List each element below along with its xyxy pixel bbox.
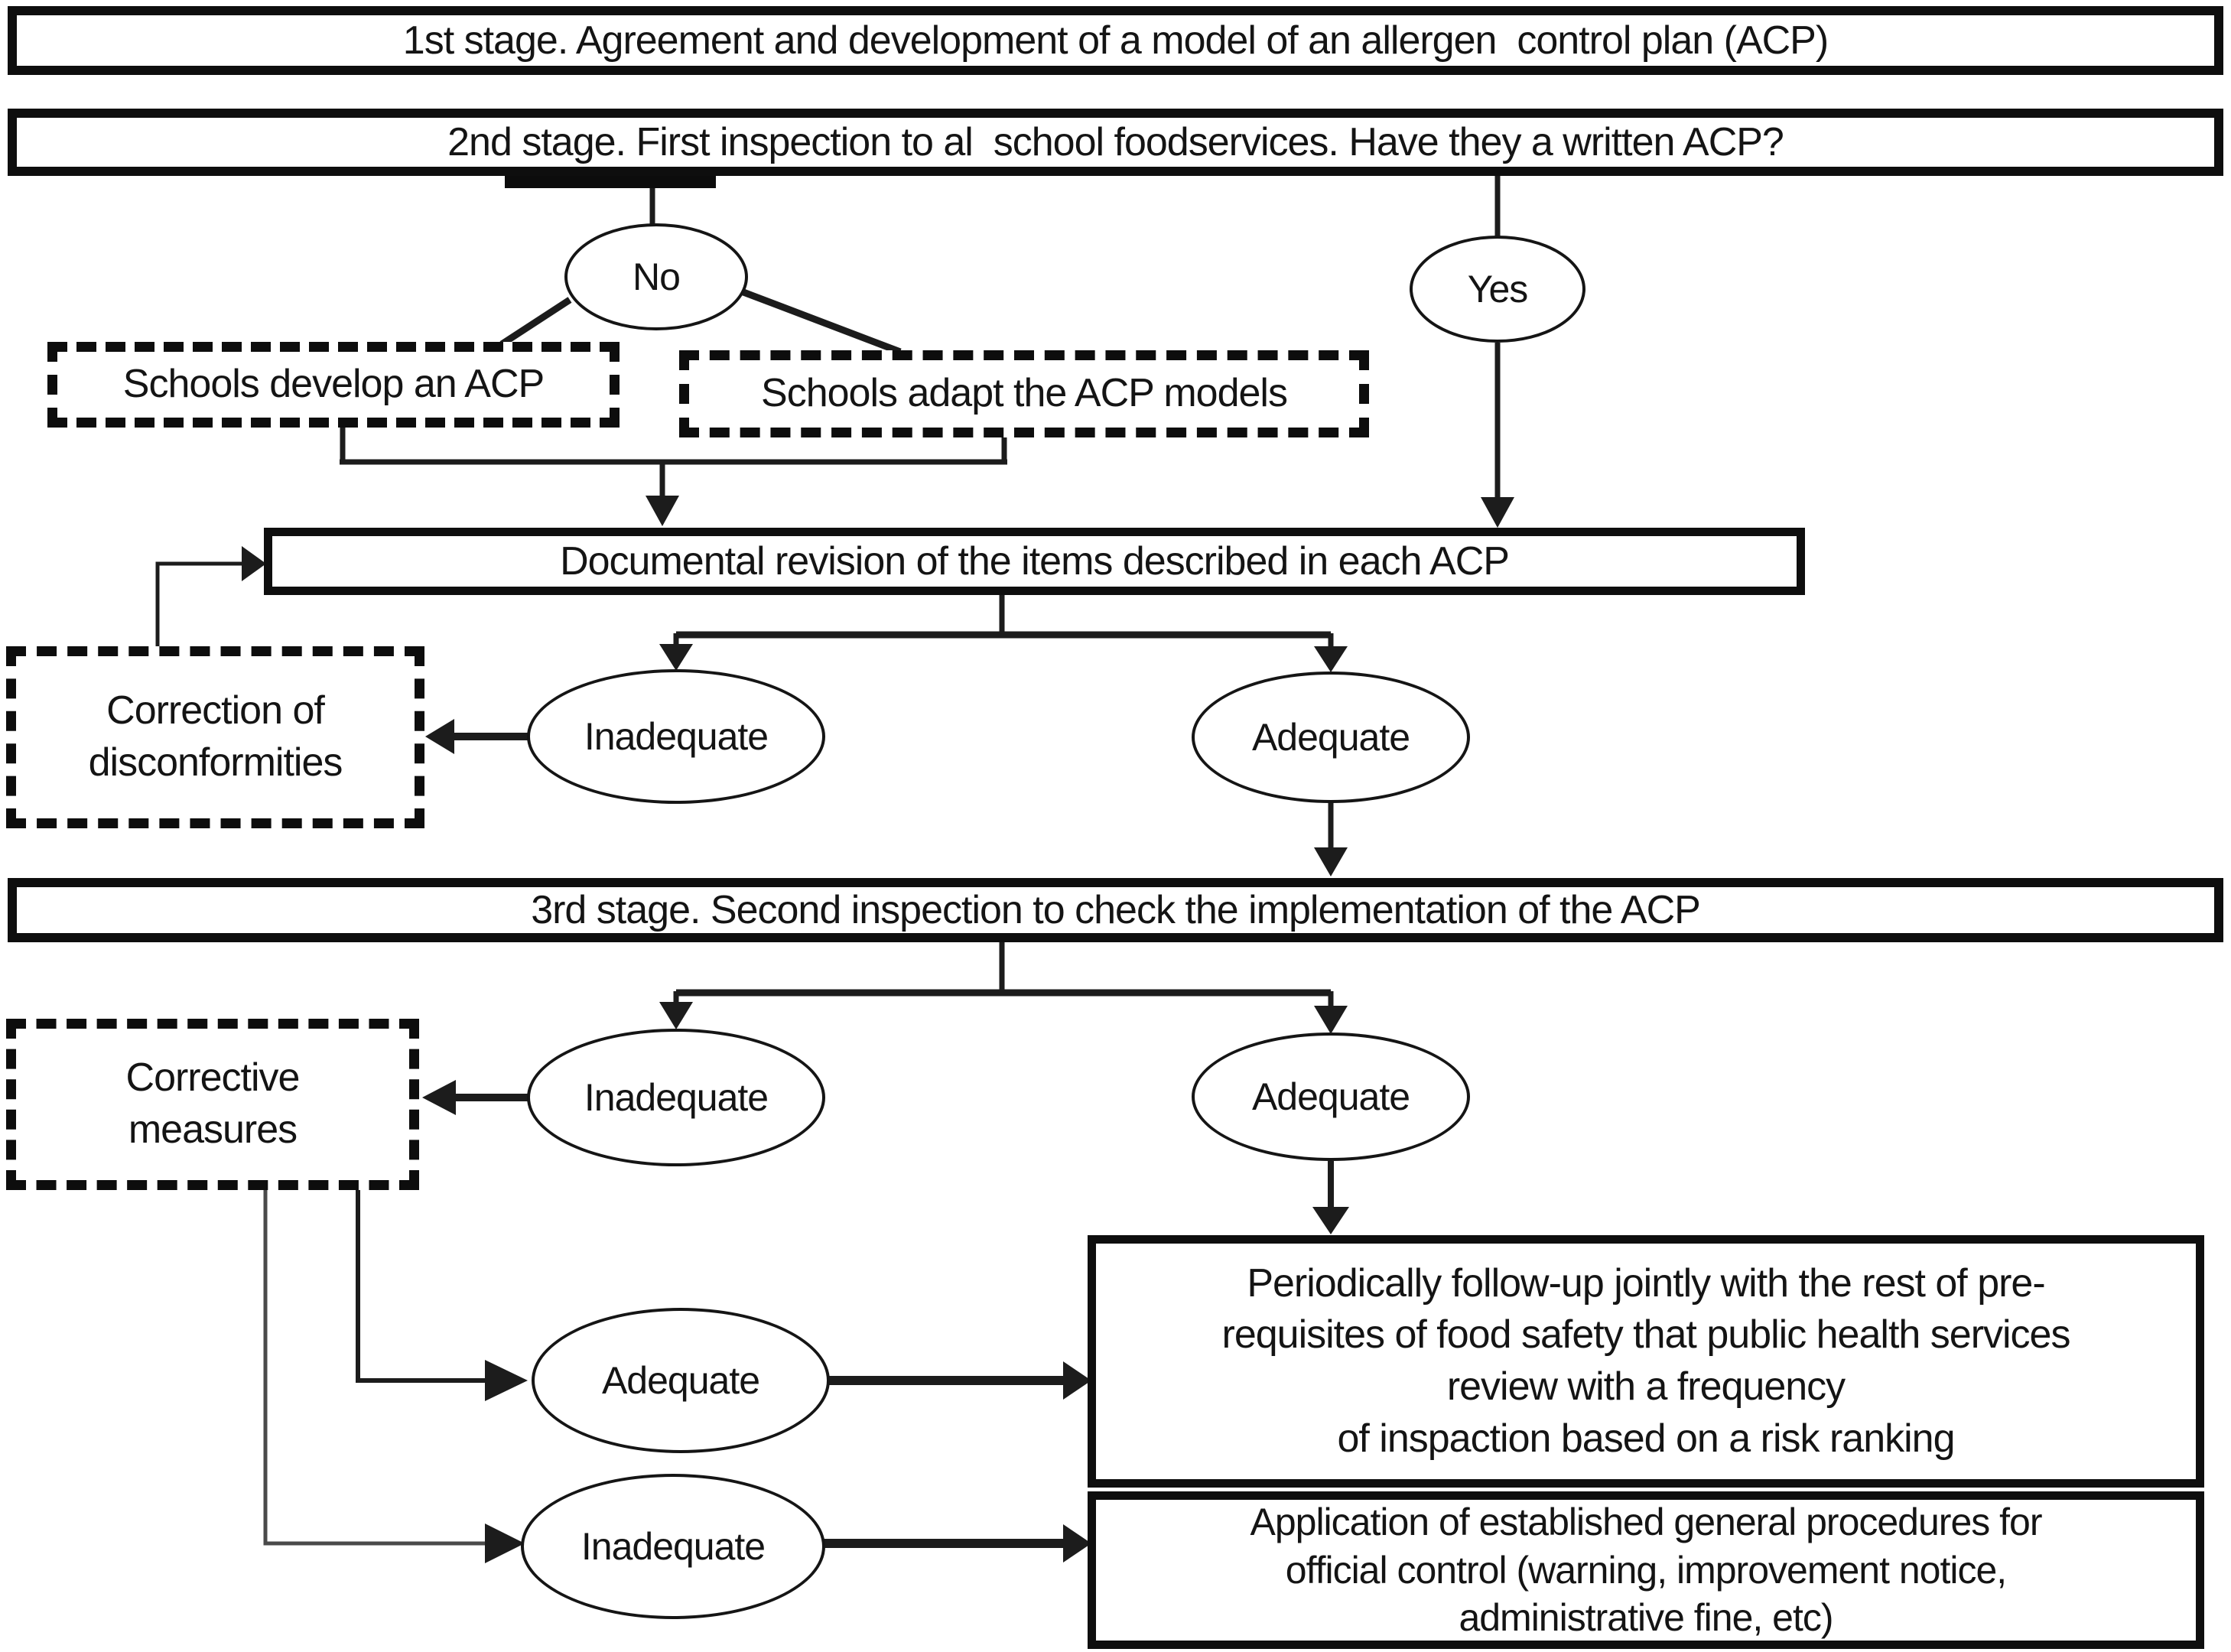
connector-corrective-to-adequate3 xyxy=(356,1190,488,1383)
arrowhead-feedback-documental xyxy=(242,546,266,581)
stage2-bar: 2nd stage. First inspection to al school… xyxy=(8,109,2223,176)
corrective-measures-label: Corrective measures xyxy=(125,1055,301,1152)
impl-inadequate-label: Inadequate xyxy=(584,1076,769,1119)
arrowhead-adequate-stage3 xyxy=(1314,847,1348,876)
develop-acp-label: Schools develop an ACP xyxy=(122,362,545,407)
doc-adequate-label: Adequate xyxy=(1251,716,1410,759)
doc-inadequate-ellipse: Inadequate xyxy=(527,669,825,804)
arrowhead-yes-documental xyxy=(1481,497,1514,528)
impl-adequate-ellipse: Adequate xyxy=(1192,1032,1470,1161)
decision-no-ellipse: No xyxy=(564,223,748,330)
stage3-bar: 3rd stage. Second inspection to check th… xyxy=(8,878,2223,942)
recheck-inadequate-ellipse: Inadequate xyxy=(521,1474,825,1619)
decision-yes-ellipse: Yes xyxy=(1410,236,1585,343)
connector-no-to-develop xyxy=(499,297,572,347)
decision-yes-label: Yes xyxy=(1467,268,1529,311)
arrowhead-stage3-adequate xyxy=(1314,1006,1348,1034)
arrowhead-elbow-adequate3 xyxy=(485,1360,528,1401)
corrective-measures-box: Corrective measures xyxy=(6,1019,419,1190)
arrowhead-merge-documental xyxy=(646,496,679,526)
documental-revision-box: Documental revision of the items describ… xyxy=(264,528,1805,595)
stage1-label: 1st stage. Agreement and development of … xyxy=(402,18,1829,63)
arrowhead-inadequate4-official xyxy=(1063,1524,1091,1563)
official-control-box: Application of established general proce… xyxy=(1088,1491,2204,1649)
periodic-followup-label: Periodically follow-up jointly with the … xyxy=(1221,1260,2071,1461)
recheck-adequate-ellipse: Adequate xyxy=(532,1308,830,1453)
arrowhead-stage3-inadequate xyxy=(659,1002,693,1029)
doc-adequate-ellipse: Adequate xyxy=(1192,672,1470,803)
correction-disconformities-label: Correction of disconformities xyxy=(88,688,343,785)
adapt-acp-box: Schools adapt the ACP models xyxy=(679,350,1369,437)
stage2-label: 2nd stage. First inspection to al school… xyxy=(447,120,1784,164)
decision-no-label: No xyxy=(633,255,681,298)
stage3-label: 3rd stage. Second inspection to check th… xyxy=(531,888,1701,932)
develop-acp-box: Schools develop an ACP xyxy=(47,342,620,428)
arrowhead-inadequate2-corrective xyxy=(422,1080,456,1115)
arrowhead-doc-inadequate xyxy=(659,644,693,671)
connector-correction-feedback xyxy=(155,561,243,646)
recheck-inadequate-label: Inadequate xyxy=(581,1525,766,1568)
arrowhead-elbow-inadequate4 xyxy=(485,1524,525,1563)
documental-revision-label: Documental revision of the items describ… xyxy=(560,539,1510,584)
connector-corrective-to-inadequate4 xyxy=(263,1190,486,1546)
correction-disconformities-box: Correction of disconformities xyxy=(6,646,424,828)
official-control-label: Application of established general proce… xyxy=(1250,1501,2042,1640)
impl-adequate-label: Adequate xyxy=(1251,1075,1410,1118)
doc-inadequate-label: Inadequate xyxy=(584,715,769,758)
arrowhead-inadequate-correction xyxy=(425,719,454,754)
periodic-followup-box: Periodically follow-up jointly with the … xyxy=(1088,1235,2204,1488)
connector-no-to-adapt xyxy=(742,288,902,356)
arrowhead-adequate2-followup xyxy=(1312,1207,1349,1234)
impl-inadequate-ellipse: Inadequate xyxy=(527,1029,825,1166)
adapt-acp-label: Schools adapt the ACP models xyxy=(761,371,1288,416)
stage1-bar: 1st stage. Agreement and development of … xyxy=(8,6,2223,75)
arrowhead-adequate3-followup xyxy=(1063,1361,1091,1400)
recheck-adequate-label: Adequate xyxy=(601,1359,760,1402)
arrowhead-doc-adequate xyxy=(1314,646,1348,672)
